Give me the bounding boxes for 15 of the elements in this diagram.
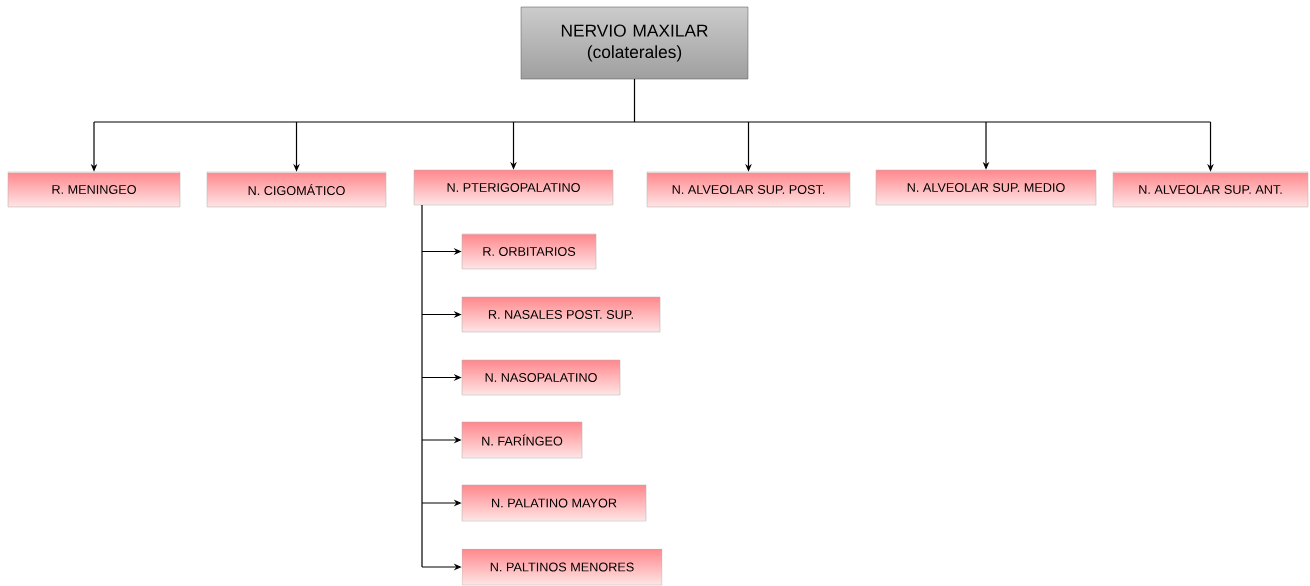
branch-box: R. NASALES POST. SUP.	[461, 296, 661, 333]
branch-box: N. PALTINOS MENORES	[461, 548, 663, 586]
connector-line	[421, 204, 423, 568]
branch-box: N. ALVEOLAR SUP. ANT.	[1112, 171, 1309, 208]
branch-box: N. PALATINO MAYOR	[461, 484, 647, 522]
branch-box: R. MENINGEO	[7, 171, 181, 208]
branch-box: N. ALVEOLAR SUP. MEDIO	[875, 169, 1097, 206]
branch-box: R. ORBITARIOS	[461, 233, 597, 270]
title-box: NERVIO MAXILAR (colaterales)	[520, 6, 749, 80]
branch-box: N. FARÍNGEO	[461, 421, 583, 459]
branch-box: N. PTERIGOPALATINO	[413, 169, 614, 206]
connector-line	[93, 78, 1212, 123]
branch-box: N. CIGOMÁTICO	[206, 171, 387, 208]
branch-box: N. NASOPALATINO	[461, 359, 621, 396]
branch-box: N. ALVEOLAR SUP. POST.	[646, 171, 851, 208]
